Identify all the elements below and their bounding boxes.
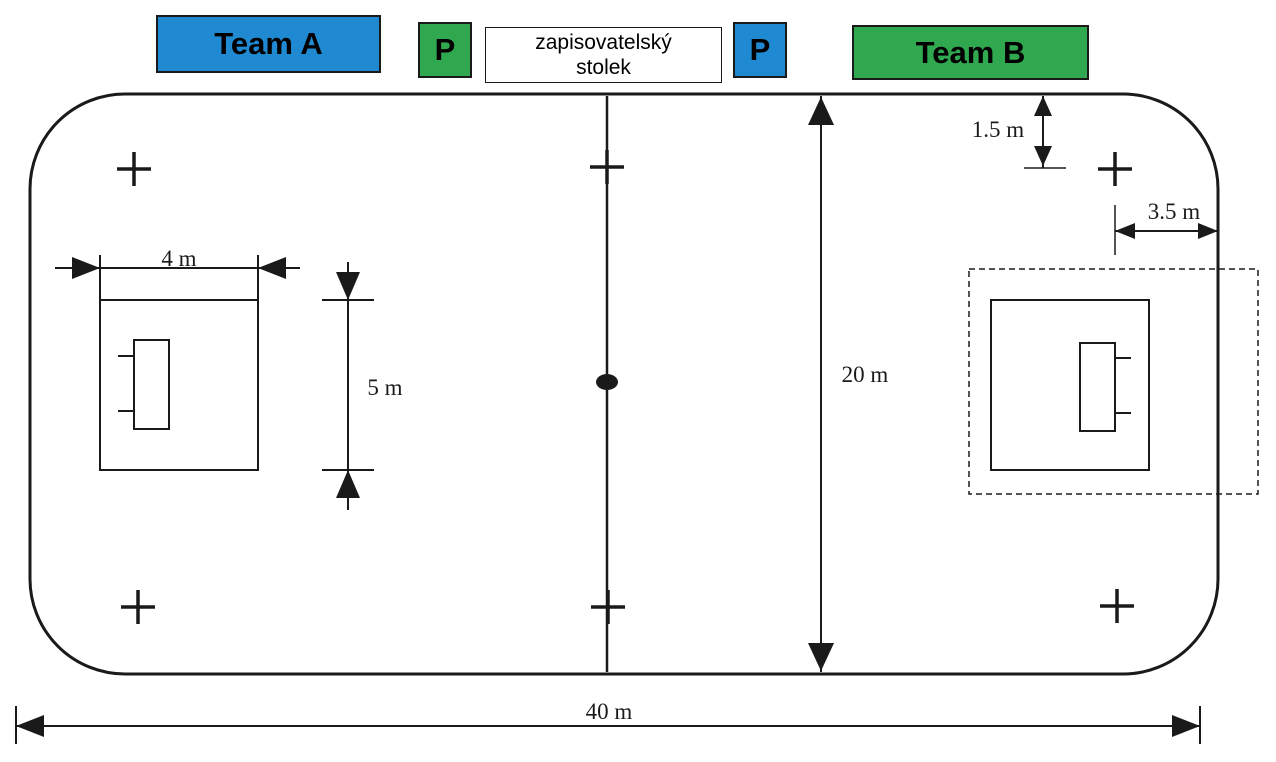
arrow-4m-right: [258, 257, 286, 279]
goal-left: [133, 339, 170, 430]
arrow-20m-top: [808, 97, 834, 125]
arrow-1-5m-bottom: [1034, 146, 1052, 166]
team-b-bench-label: Team B: [852, 25, 1089, 80]
arrow-20m-bottom: [808, 643, 834, 671]
scorers-table-label: zapisovatelský stolek: [485, 27, 722, 83]
faceoff-cross-bottom-left: [121, 590, 155, 624]
goal-area-left: [99, 299, 259, 471]
faceoff-cross-bottom-right: [1100, 589, 1134, 623]
dim-label-20m: 20 m: [842, 362, 889, 387]
penalty-bench-a-label: P: [418, 22, 472, 78]
goal-area-right: [990, 299, 1150, 471]
rink-boundary: [28, 92, 1220, 676]
dim-label-4m: 4 m: [161, 246, 196, 271]
dim-label-3-5m: 3.5 m: [1148, 199, 1201, 224]
arrow-4m-left: [72, 257, 100, 279]
faceoff-cross-bottom-center: [591, 590, 625, 624]
faceoff-cross-top-left: [117, 152, 151, 186]
faceoff-cross-top-right: [1098, 152, 1132, 186]
goal-right: [1079, 342, 1116, 432]
arrow-5m-top: [336, 272, 360, 300]
faceoff-crosses: [117, 150, 1134, 624]
dim-label-40m: 40 m: [586, 699, 633, 724]
arrow-5m-bottom: [336, 470, 360, 498]
arrow-3-5m-right: [1198, 223, 1218, 239]
dim-label-5m: 5 m: [367, 375, 402, 400]
team-a-bench-label: Team A: [156, 15, 381, 73]
arrow-3-5m-left: [1115, 223, 1135, 239]
scorers-table-line-2: stolek: [576, 56, 631, 79]
arrow-1-5m-top: [1034, 96, 1052, 116]
arrow-40m-left: [16, 715, 44, 737]
goal-zone-dashed-right: [968, 268, 1259, 495]
center-dot: [596, 374, 618, 390]
dim-label-1-5m: 1.5 m: [972, 117, 1025, 142]
penalty-bench-b-label: P: [733, 22, 787, 78]
faceoff-cross-top-center: [590, 150, 624, 184]
arrow-40m-right: [1172, 715, 1200, 737]
scorers-table-line-1: zapisovatelský: [535, 31, 672, 54]
